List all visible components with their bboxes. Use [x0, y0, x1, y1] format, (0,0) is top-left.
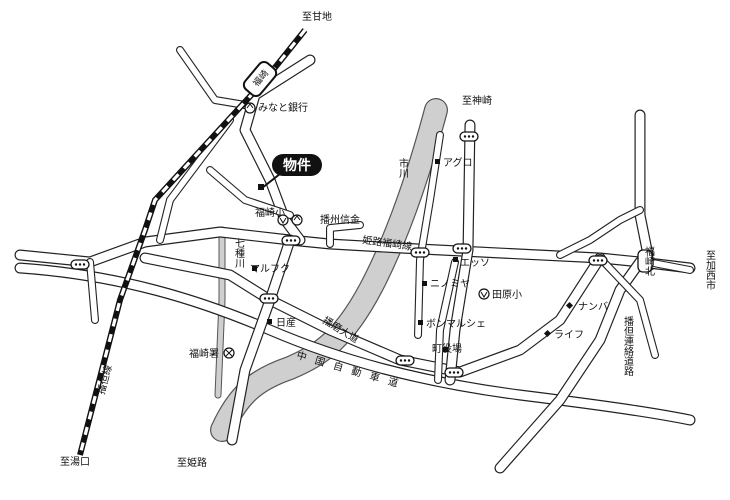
label-bon-marche: ボンマルシェ	[426, 318, 486, 330]
interchange-icon	[410, 247, 430, 258]
interchange-icon	[444, 367, 464, 378]
label-machiyakuba: 町役場	[432, 342, 462, 355]
shop-marker-icon	[418, 320, 423, 325]
label-ichikawa: 市川	[397, 157, 409, 178]
bank-icon	[291, 214, 303, 226]
school-icon	[277, 214, 289, 226]
shop-markers	[252, 159, 574, 352]
shop-marker-icon	[435, 159, 440, 164]
nanakusa-river	[214, 226, 226, 399]
label-to-amagi: 至甘地	[302, 10, 332, 23]
interchange-icon	[452, 243, 472, 254]
shop-marker-icon	[267, 319, 272, 324]
interchange-icon	[259, 293, 279, 304]
shop-marker-icon	[453, 257, 458, 262]
label-to-kako: 至加西市	[704, 250, 716, 291]
label-nanakusa-river: 七種川	[233, 238, 245, 268]
label-to-kanzaki: 至神崎	[462, 94, 492, 107]
interchange-icon	[459, 131, 479, 142]
secondary-roads	[86, 46, 694, 384]
label-banshu-shinkin: 播州信金	[320, 213, 360, 226]
property-marker: 物件	[258, 154, 322, 190]
property-label: 物件	[283, 157, 311, 174]
shop-marker-icon	[252, 266, 257, 271]
label-nissan: 日産	[276, 316, 296, 329]
label-ninomiya: ニノミヤ	[430, 279, 470, 290]
ichikawa-river	[210, 98, 448, 442]
shop-marker-icon	[422, 281, 427, 286]
label-fukusaki-kita: 福崎北	[643, 245, 655, 276]
label-essso: エッソ	[460, 258, 490, 269]
label-life: ライフ	[554, 329, 584, 341]
bank-icon	[244, 102, 256, 114]
label-to-yumesaki: 至湯口	[60, 455, 90, 468]
interchange-icon	[637, 249, 653, 273]
interchange-icon	[588, 255, 608, 266]
label-to-himeji: 至姫路	[177, 456, 207, 469]
label-nanpa: ナンバ	[578, 301, 608, 313]
shop-marker-icon	[543, 329, 552, 338]
shop-marker-icon	[443, 347, 448, 352]
label-minato-bank: みなと銀行	[258, 101, 308, 114]
interchange-icon	[395, 355, 415, 366]
school-icon	[478, 288, 490, 300]
label-tahara-elem: 田原小	[492, 289, 522, 301]
chugoku-expressway	[14, 262, 696, 426]
facility-icons	[223, 102, 490, 359]
interchange-markers	[70, 131, 653, 378]
police-icon	[223, 347, 235, 359]
label-agro: アグロ	[443, 156, 473, 169]
label-fukusaki-elem: 福崎小	[255, 206, 285, 219]
main-roads	[14, 54, 696, 474]
fukusaki-station: 福崎	[242, 61, 278, 97]
label-marufuku: マルフク	[250, 263, 290, 275]
label-fukusaki-police: 福崎署	[189, 347, 219, 360]
label-bantan-road: 播但連絡道路	[622, 315, 634, 377]
shop-marker-icon	[565, 301, 574, 310]
interchange-icon	[70, 259, 90, 270]
interchange-icon	[281, 235, 301, 246]
